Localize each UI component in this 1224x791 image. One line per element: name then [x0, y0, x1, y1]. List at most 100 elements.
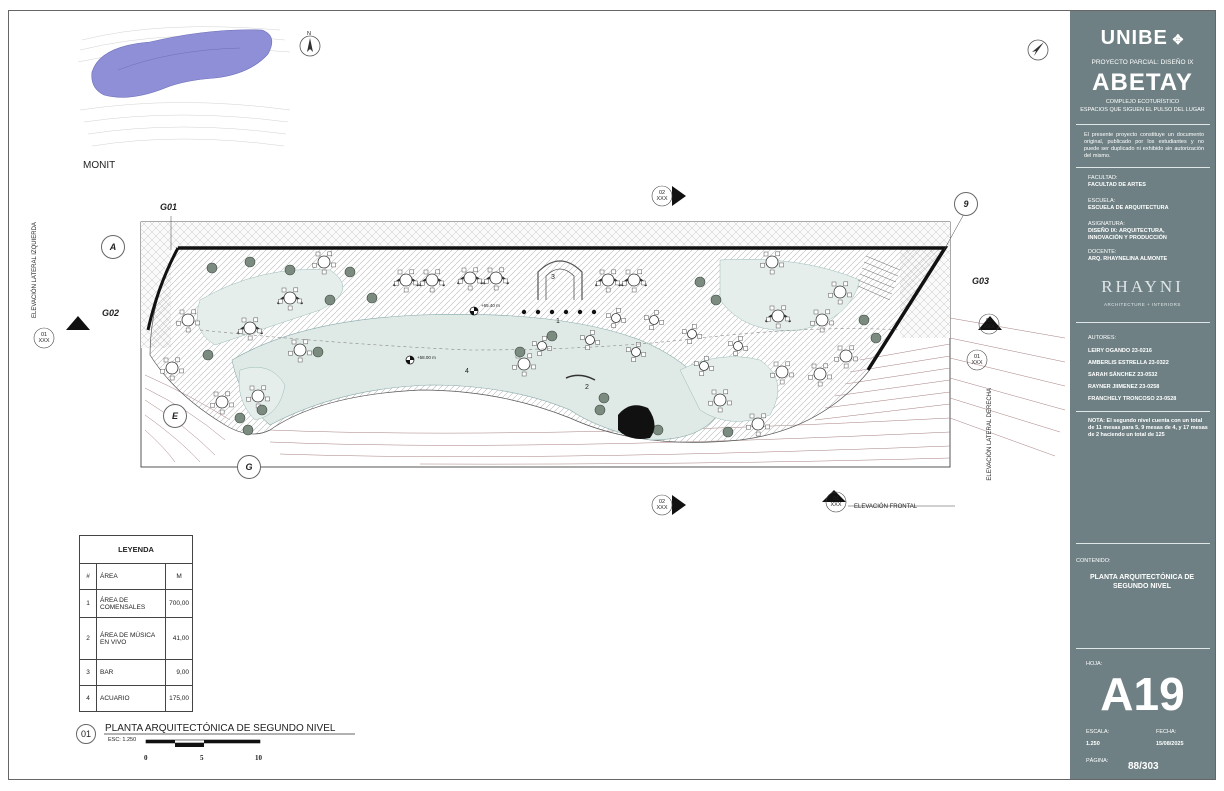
table-row: 2 ÁREA DE MÚSICA EN VIVO 41,00 — [79, 617, 193, 660]
deck-pattern-top — [141, 222, 950, 248]
scale-note: ESC: 1.250 — [108, 737, 137, 743]
brand-logo: UNIBE ✥ — [1100, 27, 1185, 49]
drawing-number: 01 — [76, 724, 96, 744]
planter — [234, 412, 246, 424]
planter — [858, 314, 870, 326]
dining-table — [276, 287, 304, 311]
divider — [1076, 648, 1210, 649]
stage-edge — [565, 374, 596, 381]
zone-number-3: 3 — [551, 274, 555, 281]
perimeter-wall — [146, 247, 180, 331]
grid-bubble-9: 9 — [954, 192, 978, 216]
author-item: LEIRY OGANDO 23-0216 — [1088, 348, 1152, 354]
planter — [206, 262, 218, 274]
dining-table — [764, 305, 792, 329]
legend-title: LEYENDA — [79, 535, 193, 564]
dining-table — [746, 413, 770, 437]
sheet-number: A19 — [1100, 668, 1185, 720]
dining-table — [760, 251, 784, 275]
planter — [546, 330, 558, 342]
north-arrow-icon — [1027, 39, 1049, 61]
grid-label-g02: G02 — [102, 308, 120, 318]
project-subtitle-2: ESPACIOS QUE SIGUEN EL PULSO DEL LUGAR — [1080, 107, 1205, 113]
dining-tables — [160, 251, 858, 437]
level-lower: +58.00 m — [417, 355, 436, 360]
authors-label: AUTORES: — [1088, 335, 1117, 341]
dining-table — [288, 339, 312, 363]
grid-label-g01: G01 — [160, 202, 178, 212]
planter — [366, 292, 378, 304]
grid-bubble-g: G — [237, 455, 261, 479]
dining-table — [834, 345, 858, 369]
dining-table — [808, 363, 832, 387]
stairs — [857, 255, 901, 301]
dining-table — [456, 267, 484, 291]
contenido-title: PLANTA ARQUITECTÓNICA DE SEGUNDO NIVEL — [1089, 574, 1195, 590]
bar-stools — [521, 309, 597, 315]
dining-table — [236, 317, 264, 341]
dining-table — [828, 281, 852, 305]
north-arrow-icon — [299, 35, 321, 57]
project-subtitle-1: COMPLEJO ECOTURÍSTICO — [1105, 99, 1180, 105]
level-marker-icon — [405, 355, 415, 365]
author-item: AMBERLIS ESTRELLA 23-0322 — [1088, 360, 1169, 366]
planter — [722, 426, 734, 438]
dining-table — [694, 356, 714, 376]
divider — [1076, 167, 1210, 168]
key-plan — [77, 26, 291, 147]
asignatura-value: DISEÑO IX: ARQUITECTURA, INNOVACIÓN Y PR… — [1088, 228, 1167, 241]
hoja-label: HOJA: — [1086, 661, 1103, 667]
fecha-value: 15/08/2025 — [1156, 741, 1184, 747]
grid-leader — [943, 213, 965, 251]
dining-table — [246, 385, 270, 409]
docente-value: ARQ. RHAYNELINA ALMONTE — [1088, 256, 1168, 262]
legend-header-num: # — [79, 563, 97, 590]
planter — [284, 264, 296, 276]
dining-table — [418, 269, 446, 293]
grid-bubble-a: A — [101, 235, 125, 259]
divider — [1076, 322, 1210, 323]
terrain-contours — [144, 317, 1066, 465]
legend-header-area: ÁREA — [95, 563, 167, 590]
divider — [1076, 411, 1210, 412]
scale-bar — [145, 739, 261, 747]
island — [719, 258, 861, 331]
fecha-label: FECHA: — [1156, 729, 1177, 735]
dining-table — [606, 308, 626, 328]
planter — [244, 256, 256, 268]
planter — [256, 404, 268, 416]
dining-table — [594, 269, 622, 293]
elevation-front-label: ELEVACIÓN FRONTAL — [854, 504, 918, 510]
island — [196, 269, 344, 346]
table-row: 3 BAR 9,00 — [79, 659, 193, 686]
studio-logo: RHAYNI — [1101, 277, 1184, 296]
title-block-panel: UNIBE ✥ PROYECTO PARCIAL: DISEÑO IX ABET… — [1070, 11, 1215, 779]
legend-header-m: M — [165, 563, 193, 590]
pagina-label: PÁGINA: — [1086, 758, 1109, 764]
scale-tick-0: 0 — [144, 754, 148, 762]
planter — [870, 332, 882, 344]
escala-label: ESCALA: — [1086, 729, 1110, 735]
elevation-left-label: ELEVACIÓN LATERAL IZQUIERDA — [32, 222, 38, 318]
key-plan-label: MONIT — [83, 160, 116, 171]
dining-table — [210, 391, 234, 415]
planter — [710, 294, 722, 306]
dining-table — [620, 269, 648, 293]
dining-table — [176, 309, 200, 333]
planter — [594, 404, 606, 416]
project-name: ABETAY — [1092, 69, 1193, 96]
dining-table — [682, 324, 702, 344]
planter — [514, 346, 526, 358]
zone-number-1: 1 — [556, 318, 560, 325]
planter — [324, 294, 336, 306]
dining-table — [392, 269, 420, 293]
drawing-title: PLANTA ARQUITECTÓNICA DE SEGUNDO NIVEL — [105, 723, 336, 734]
level-marker-icon — [469, 306, 479, 316]
table-row: 4 ACUARIO 175,00 — [79, 685, 193, 712]
brand-mark-icon: ✥ — [1167, 32, 1185, 47]
divider — [1076, 543, 1210, 544]
dining-table — [512, 353, 536, 377]
planter — [598, 392, 610, 404]
